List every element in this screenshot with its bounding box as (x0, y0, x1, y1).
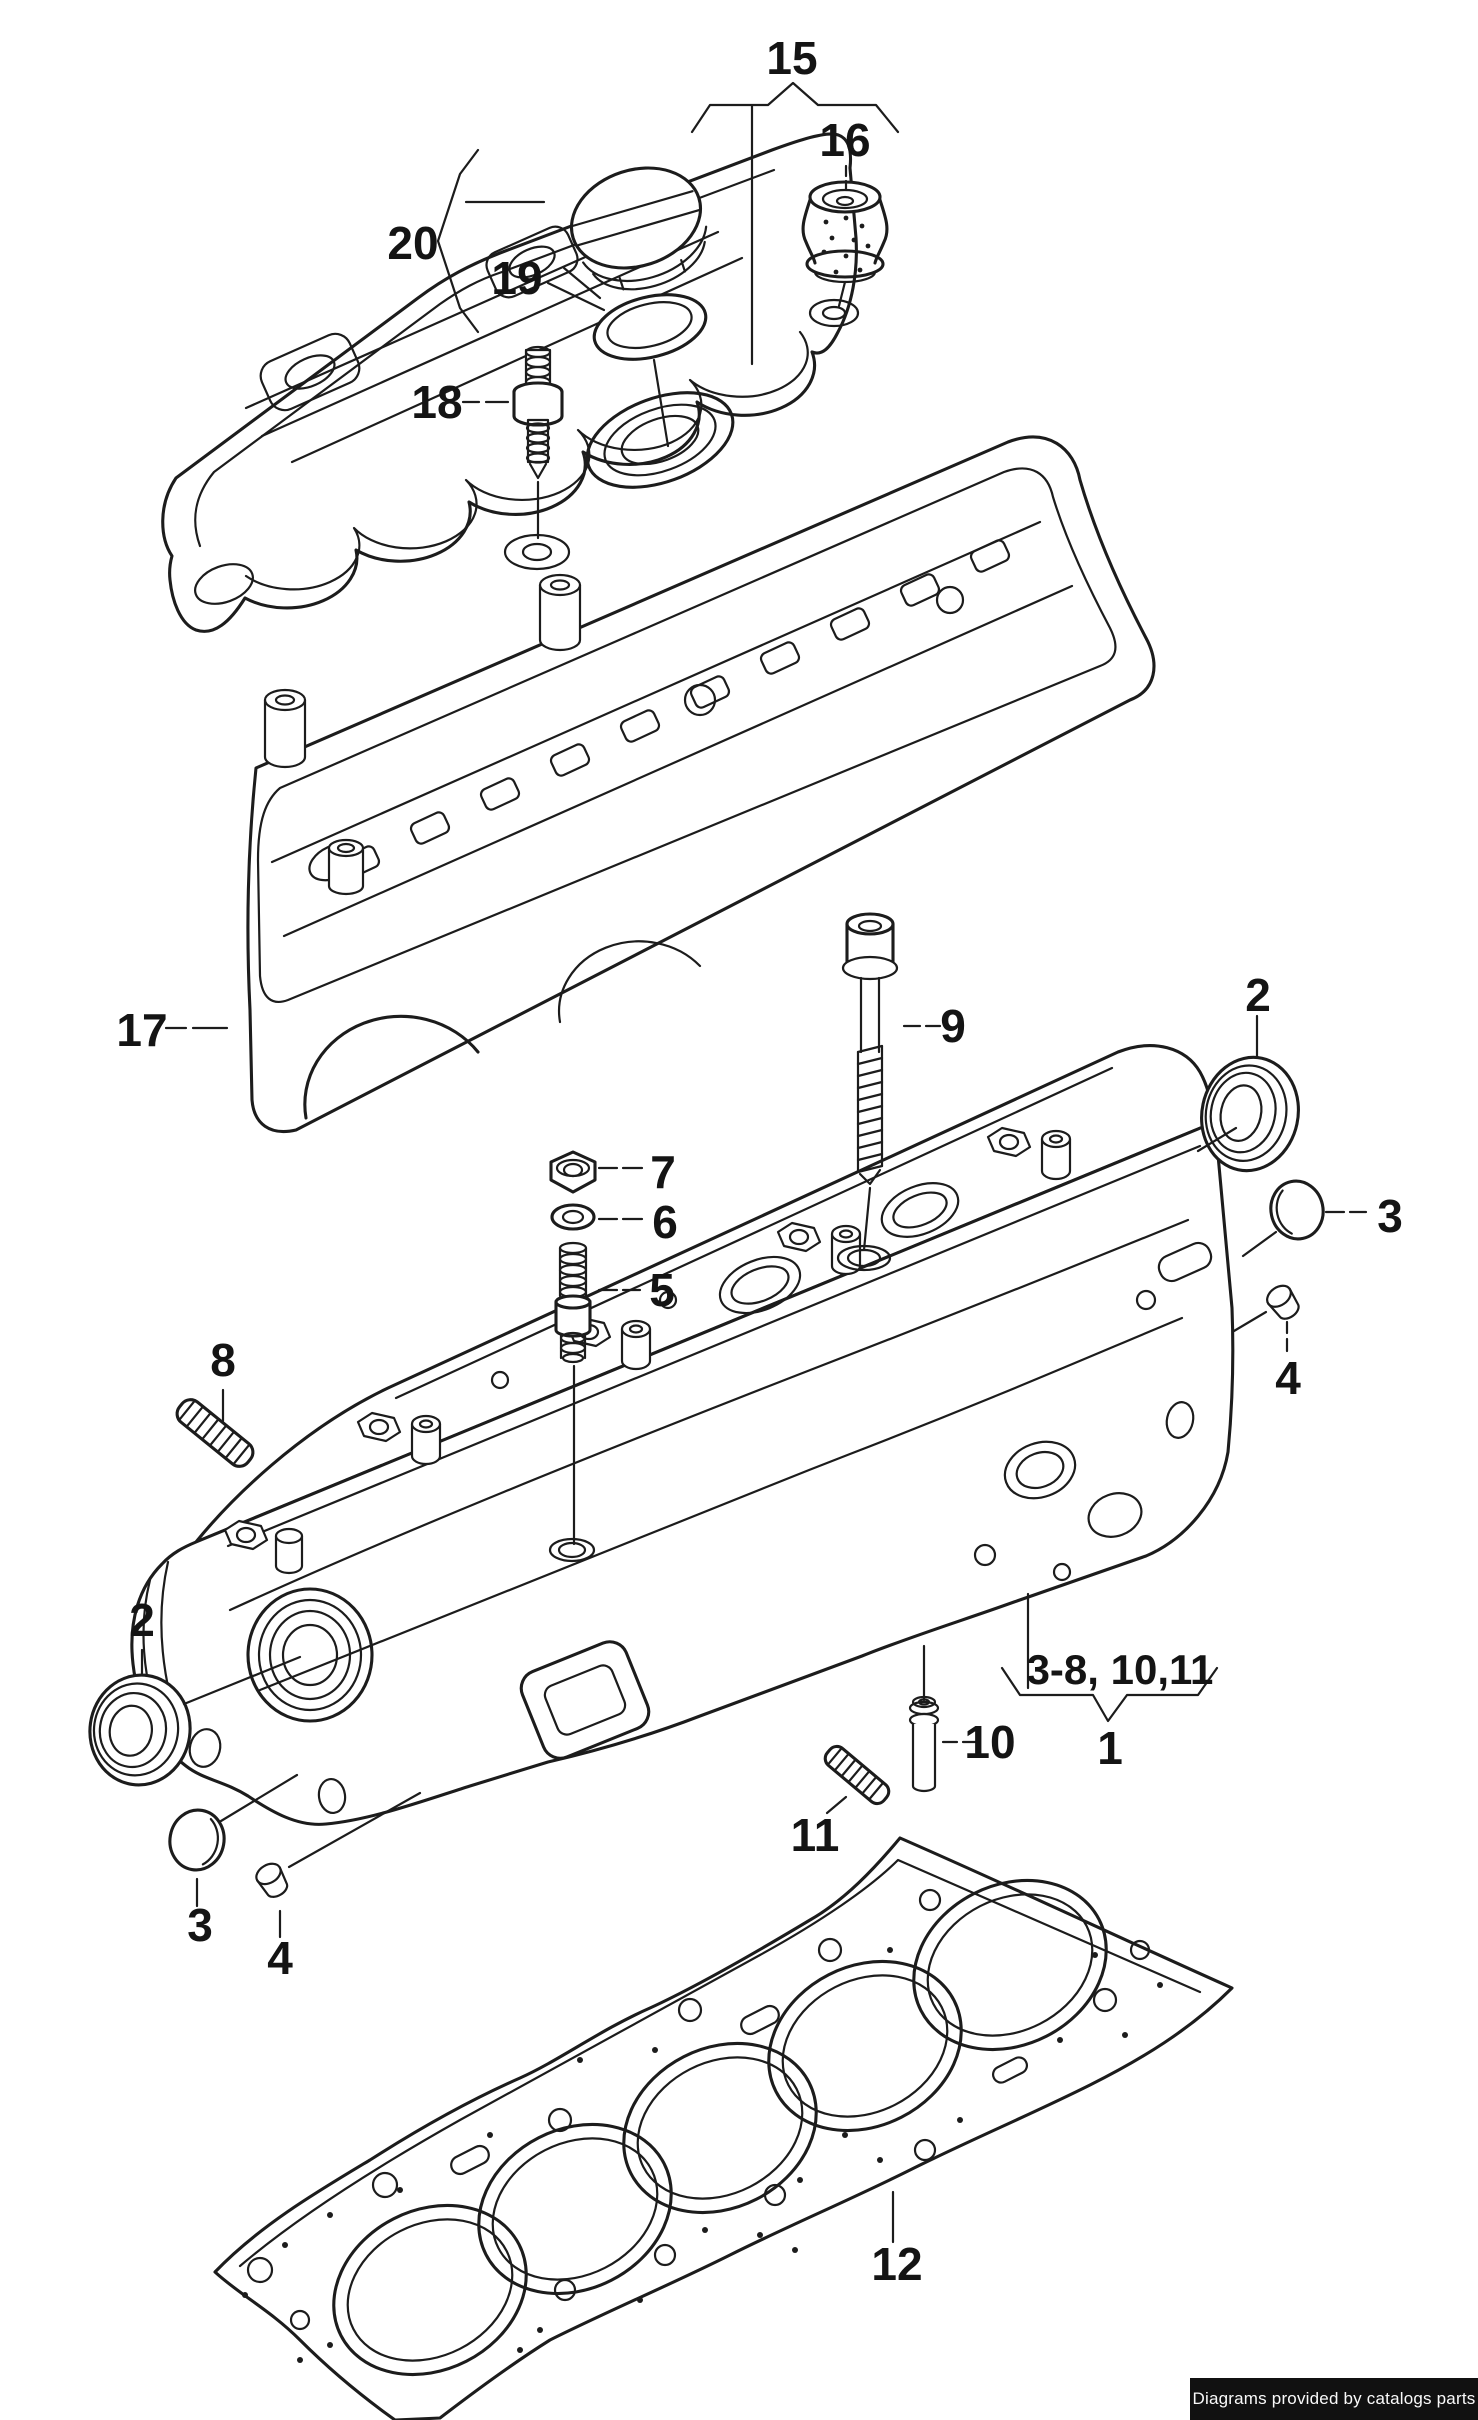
leader-2-right-b (1196, 1126, 1238, 1153)
nut (549, 1150, 597, 1194)
water-jacket-opening (519, 1640, 651, 1760)
leader-9-line (862, 1186, 872, 1252)
valve-guide (908, 1695, 940, 1793)
sealing-plug-left (255, 1862, 289, 1898)
footer-text: Diagrams provided by catalogs parts (1192, 2389, 1476, 2408)
part-label-18: 18 (411, 376, 462, 428)
part-label-8: 8 (210, 1334, 236, 1386)
gasket-bore (912, 1878, 1108, 2052)
head-back-edge-inner (394, 1066, 1114, 1400)
gasket-arch (303, 1014, 480, 1120)
gasket-bore (332, 2203, 528, 2377)
gasket-dots (242, 1947, 1163, 2363)
gasket-standoff (538, 573, 582, 652)
part-label-2-right: 2 (1245, 969, 1271, 1021)
head-stud-hole (548, 1537, 596, 1563)
cover-bolt-pad (485, 225, 579, 299)
part-label-6: 6 (652, 1196, 678, 1248)
part-label-3-right: 3 (1377, 1190, 1403, 1242)
leader-19b (652, 358, 670, 448)
part-label-12: 12 (871, 2238, 922, 2290)
head-casting-line (258, 1316, 1184, 1692)
leader-19 (546, 281, 606, 312)
leader-3-left-b (219, 1773, 299, 1823)
part-label-1: 1 (1097, 1722, 1123, 1774)
head-stud-boss (356, 1411, 442, 1466)
part-label-10: 10 (964, 1716, 1015, 1768)
gasket-bore (477, 2122, 673, 2296)
leader-20b (562, 266, 602, 300)
part-label-4-left: 4 (267, 1932, 293, 1984)
cap-seal-ring (592, 293, 708, 361)
footer-attribution-bar: Diagrams provided by catalogs parts (1190, 2378, 1478, 2420)
cover-rib (290, 256, 744, 464)
sealing-cap-right (1269, 1179, 1325, 1241)
head-front-edge-inner (226, 1144, 1202, 1548)
leader-2-left-b (182, 1655, 302, 1706)
cylinder-head-gasket (213, 1836, 1234, 2420)
leader-4-right-b (1232, 1310, 1268, 1333)
leader-11 (825, 1795, 848, 1815)
callout-labels: 15 16 20 19 18 17 9 2 3 4 7 6 5 8 2 3 4 … (116, 32, 1402, 2290)
sealing-plug-right (1266, 1284, 1300, 1320)
camshaft-bore (246, 1587, 374, 1723)
head-casting-line (228, 1218, 1190, 1612)
part-label-20: 20 (387, 217, 438, 269)
washer (550, 1203, 596, 1231)
head-stud-boss (223, 1519, 304, 1575)
part-label-group-3-8-10-11: 3-8, 10,11 (1027, 1646, 1214, 1693)
camshaft-seal-right (1200, 1055, 1300, 1173)
part-label-3-left: 3 (187, 1899, 213, 1951)
gasket-standoff (263, 688, 307, 769)
part-label-17: 17 (116, 1004, 167, 1056)
gasket-spine-edge (270, 520, 1042, 864)
part-label-4-right: 4 (1275, 1352, 1301, 1404)
leader-15-bracket (690, 81, 900, 134)
leader-3-right-b (1241, 1230, 1278, 1258)
cover-scallop-inner-line (244, 330, 809, 591)
part-label-11: 11 (791, 1809, 840, 1861)
leader-lines (140, 81, 1368, 2244)
breather-hole (808, 298, 860, 328)
leader-1-bracket (1000, 1666, 1219, 1723)
part-label-15: 15 (766, 32, 817, 84)
part-label-19: 19 (491, 252, 542, 304)
part-label-16: 16 (819, 114, 870, 166)
stud-5 (554, 1241, 592, 1364)
part-label-7: 7 (650, 1146, 676, 1198)
cover-bolt-pad (259, 332, 361, 412)
leader-4-left-b (287, 1791, 422, 1869)
filler-neck (585, 391, 735, 489)
cylinder-head-bolt (841, 912, 899, 1186)
valve-cover-gasket (246, 435, 1156, 1133)
cylinder-head (130, 1044, 1235, 1826)
stud-18 (503, 345, 571, 571)
leader-20-brace (436, 148, 480, 334)
gasket-bore (767, 1959, 963, 2133)
gasket-standoff (327, 838, 365, 896)
part-label-5: 5 (649, 1264, 675, 1316)
head-front-face (130, 1120, 1235, 1826)
part-label-2-left: 2 (129, 1594, 155, 1646)
gasket-bore (622, 2041, 818, 2215)
head-stud-boss (986, 1126, 1072, 1181)
gasket-spine-edge (282, 584, 1074, 938)
cover-end-pocket (194, 563, 254, 605)
cover-flange-inner-line (194, 168, 776, 548)
valve-cover (161, 132, 860, 633)
leader-16-line (837, 280, 847, 308)
gasket-vent-holes (339, 539, 1011, 879)
stud-11 (823, 1744, 891, 1806)
part-label-9: 9 (940, 1000, 966, 1052)
sealing-cap-left (168, 1808, 226, 1872)
camshaft-seal-left (88, 1673, 192, 1787)
oil-filler-cap (569, 166, 708, 291)
stud-8 (175, 1398, 255, 1468)
